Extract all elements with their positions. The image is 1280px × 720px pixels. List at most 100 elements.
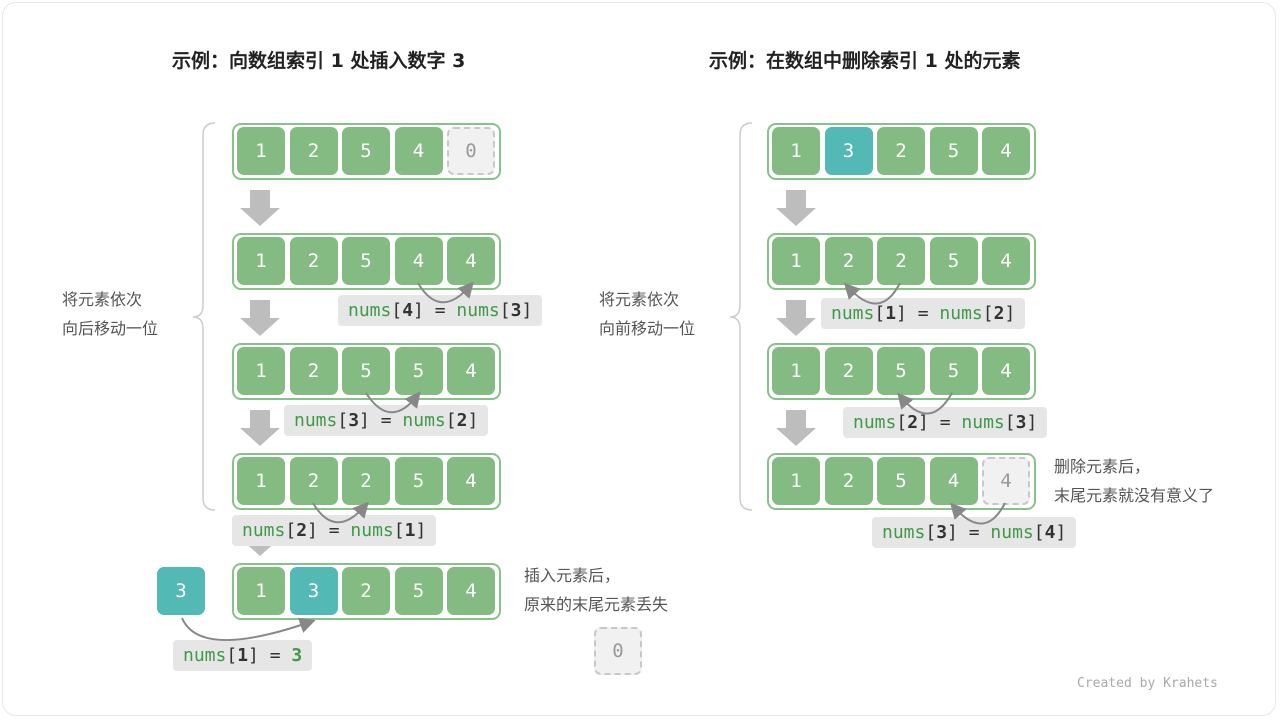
credit-text: Created by Krahets <box>1077 676 1218 691</box>
array-cell: 4 <box>929 457 978 505</box>
side-text-line: 将元素依次 <box>599 290 680 309</box>
array-cell: 4 <box>447 457 495 505</box>
insert-title: 示例：向数组索引 1 处插入数字 3 <box>172 50 466 72</box>
array-cell: 5 <box>394 567 443 615</box>
array-row <box>767 233 1036 290</box>
code-token: 1 <box>404 520 416 541</box>
code-token: [ <box>391 300 403 321</box>
assignment-label: nums[2] = nums[1] <box>232 515 437 546</box>
code-token: 2 <box>907 412 919 433</box>
array-row <box>767 453 1036 510</box>
array-cell: 5 <box>929 237 978 285</box>
code-token: ] = <box>413 300 457 321</box>
code-token: [ <box>285 520 297 541</box>
code-token: nums <box>882 522 926 543</box>
array-cell: 2 <box>824 347 873 395</box>
code-token: nums <box>961 412 1005 433</box>
code-token: nums <box>350 520 394 541</box>
array-cell: 4 <box>447 237 495 285</box>
array-row <box>232 563 501 620</box>
code-token: [ <box>445 410 457 431</box>
code-token: 4 <box>1044 522 1056 543</box>
code-token: 3 <box>936 522 948 543</box>
array-cell: 5 <box>342 127 390 175</box>
array-cell: 2 <box>877 127 925 175</box>
code-token: ] <box>1004 303 1016 324</box>
code-token: [ <box>226 645 238 666</box>
code-token: 2 <box>296 520 308 541</box>
code-token: ] <box>521 300 533 321</box>
array-cell: 5 <box>929 347 978 395</box>
note-line: 删除元素后， <box>1054 457 1151 476</box>
code-token: ] <box>1055 522 1067 543</box>
insert-side-text: 将元素依次 向后移动一位 <box>62 285 158 343</box>
assignment-label: nums[4] = nums[3] <box>338 295 543 326</box>
array-cell: 2 <box>289 457 338 505</box>
code-token: nums <box>990 522 1034 543</box>
array-row <box>232 233 501 290</box>
code-token: nums <box>853 412 897 433</box>
array-cell: 4 <box>982 237 1030 285</box>
assignment-label: nums[3] = nums[2] <box>284 405 489 436</box>
array-cell: 4 <box>982 347 1030 395</box>
array-cell: 4 <box>394 127 443 175</box>
insert-note: 插入元素后， 原来的末尾元素丢失 <box>524 561 668 619</box>
array-cell: 4 <box>982 457 1030 505</box>
array-cell: 1 <box>772 457 820 505</box>
array-cell: 1 <box>237 567 285 615</box>
array-cell: 5 <box>394 457 443 505</box>
code-token: nums <box>294 410 338 431</box>
array-cell: 2 <box>342 567 390 615</box>
array-cell: 1 <box>237 347 285 395</box>
code-token: 3 <box>510 300 522 321</box>
code-token: nums <box>348 300 392 321</box>
delete-side-text: 将元素依次 向前移动一位 <box>599 285 695 343</box>
code-token: nums <box>402 410 446 431</box>
array-cell: 3 <box>289 567 338 615</box>
code-token: 3 <box>348 410 360 431</box>
code-token: [ <box>393 520 405 541</box>
assignment-label: nums[2] = nums[3] <box>843 407 1048 438</box>
side-text-line: 将元素依次 <box>62 290 143 309</box>
code-token: nums <box>183 645 227 666</box>
code-token: ] = <box>248 645 292 666</box>
code-token: [ <box>1033 522 1045 543</box>
side-text-line: 向前移动一位 <box>599 319 696 338</box>
array-cell: 4 <box>982 127 1030 175</box>
array-cell: 5 <box>342 237 390 285</box>
array-cell: 1 <box>237 237 285 285</box>
code-token: [ <box>925 522 937 543</box>
assignment-label: nums[3] = nums[4] <box>872 517 1077 548</box>
code-token: nums <box>242 520 286 541</box>
array-cell: 1 <box>237 127 285 175</box>
new-element-cell: 3 <box>157 567 205 615</box>
code-token: ] = <box>918 412 962 433</box>
array-cell: 4 <box>447 567 495 615</box>
note-line: 插入元素后， <box>524 566 621 585</box>
code-token: ] <box>1026 412 1038 433</box>
array-cell: 2 <box>289 347 338 395</box>
code-token: ] <box>415 520 427 541</box>
lost-element-cell: 0 <box>594 627 642 675</box>
code-token: 1 <box>237 645 249 666</box>
side-text-line: 向后移动一位 <box>62 319 159 338</box>
code-token: nums <box>939 303 983 324</box>
array-cell: 2 <box>824 457 873 505</box>
array-cell: 2 <box>824 237 873 285</box>
code-token: [ <box>499 300 511 321</box>
delete-note: 删除元素后， 末尾元素就没有意义了 <box>1054 452 1214 510</box>
array-cell: 1 <box>772 347 820 395</box>
array-cell: 5 <box>877 457 925 505</box>
code-token: [ <box>1004 412 1016 433</box>
code-token: [ <box>874 303 886 324</box>
array-cell: 0 <box>447 127 495 175</box>
array-cell: 2 <box>289 127 338 175</box>
code-token: [ <box>896 412 908 433</box>
assignment-label: nums[1] = nums[2] <box>821 298 1026 329</box>
code-token: ] <box>467 410 479 431</box>
delete-title: 示例：在数组中删除索引 1 处的元素 <box>709 50 1021 72</box>
code-token: 2 <box>993 303 1005 324</box>
array-row <box>232 123 501 180</box>
array-cell: 3 <box>824 127 873 175</box>
code-token: 2 <box>456 410 468 431</box>
